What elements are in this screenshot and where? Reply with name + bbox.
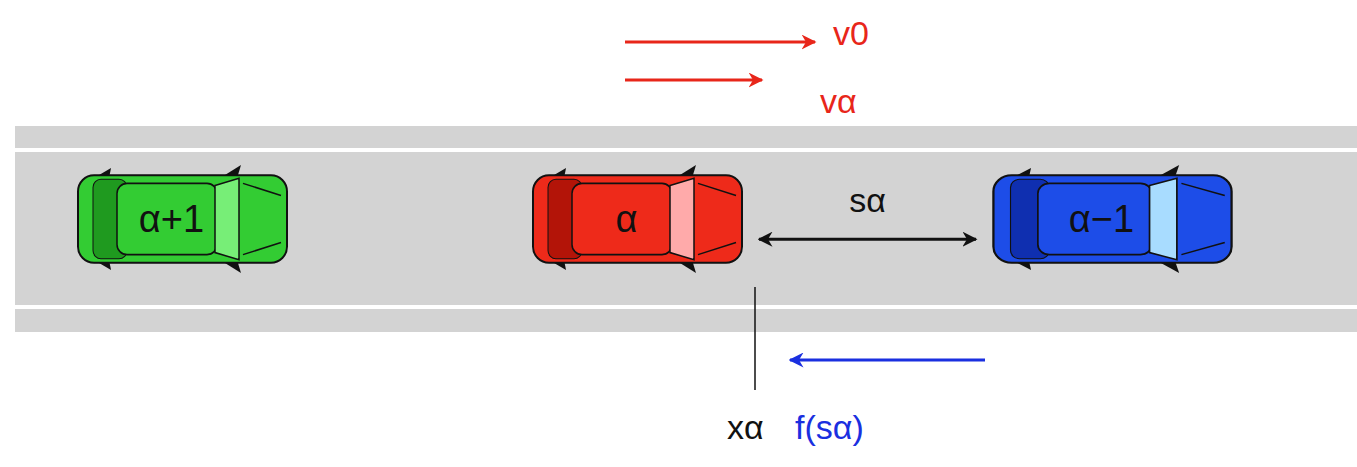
force-label: f(sα) — [795, 410, 864, 444]
velocity-label: vα — [820, 84, 857, 118]
velocity-label: v0 — [833, 16, 869, 50]
car: α+1 — [75, 163, 290, 275]
position-marker — [754, 287, 756, 390]
road-band — [15, 126, 1357, 332]
velocity-arrow — [625, 79, 762, 82]
car: α−1 — [990, 163, 1235, 275]
lane-line — [15, 305, 1357, 309]
car-shape — [530, 163, 745, 275]
force-arrow — [790, 359, 985, 362]
position-label: xα — [727, 410, 764, 444]
car-label: α — [616, 200, 638, 238]
velocity-arrow — [625, 41, 815, 44]
car-label: α−1 — [1069, 200, 1134, 238]
car-label: α+1 — [139, 200, 204, 238]
car: α — [530, 163, 745, 275]
gap-label: sα — [849, 183, 886, 217]
lane-line — [15, 148, 1357, 152]
gap-arrow — [759, 238, 976, 241]
